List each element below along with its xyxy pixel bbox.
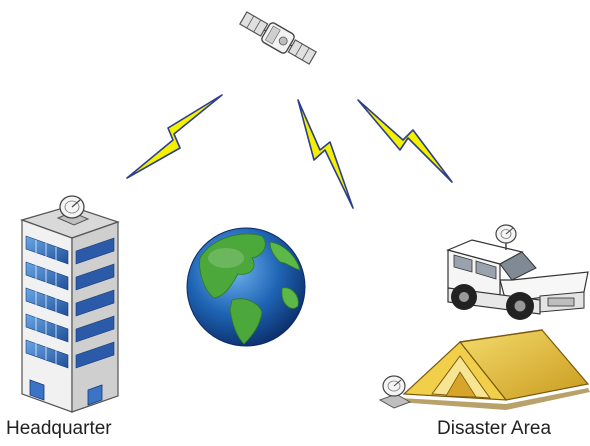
disaster-area-label: Disaster Area bbox=[437, 418, 552, 439]
signal-link-globe bbox=[297, 99, 354, 209]
office-building-icon bbox=[20, 205, 120, 413]
headquarter-label: Headquarter bbox=[6, 418, 112, 439]
satellite-dish-icon bbox=[495, 224, 517, 250]
tent-icon bbox=[398, 329, 590, 410]
satellite-icon bbox=[239, 11, 317, 65]
satellite-dish-icon bbox=[378, 375, 412, 409]
signal-link-headquarter bbox=[126, 94, 223, 179]
satellite-dish-icon bbox=[56, 195, 90, 226]
earth-globe-icon bbox=[186, 227, 306, 347]
signal-link-disaster-area bbox=[357, 99, 453, 183]
pickup-truck-icon bbox=[446, 239, 589, 320]
